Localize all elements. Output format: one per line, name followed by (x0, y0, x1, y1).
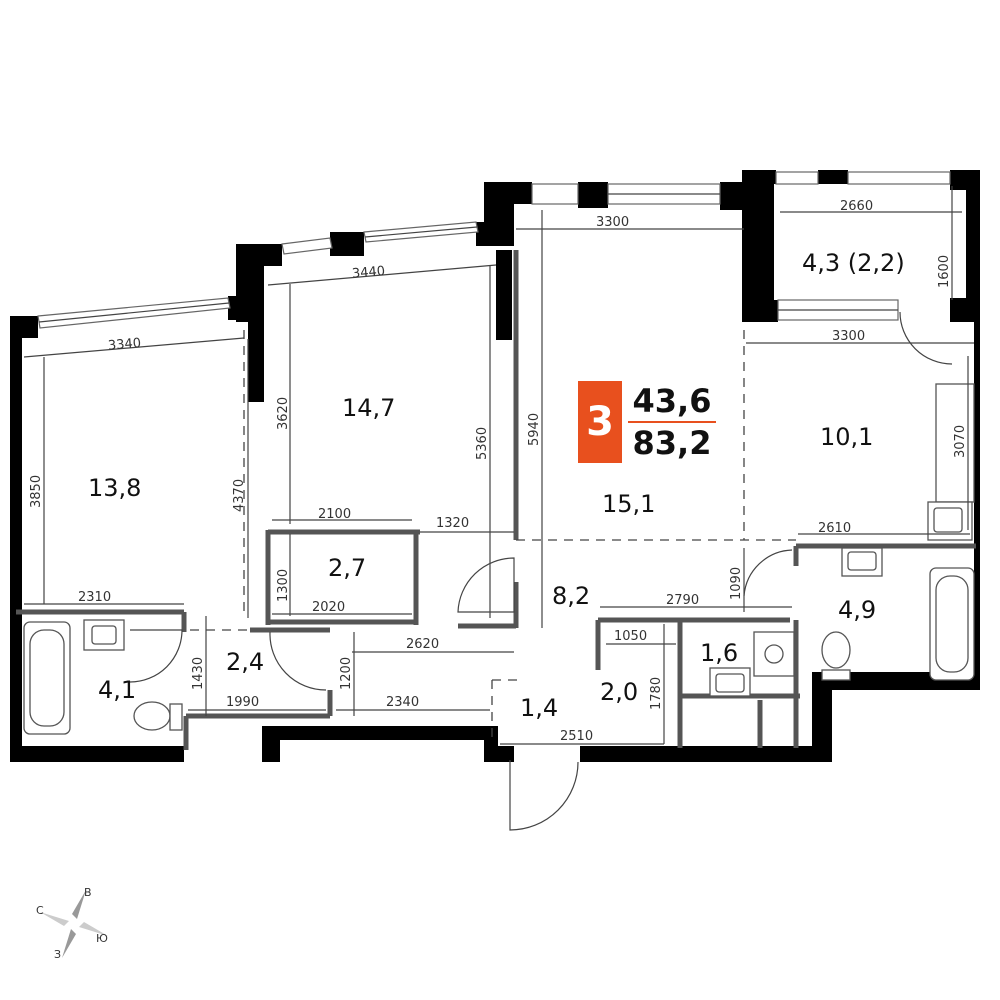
dimension-label: 1600 (937, 255, 952, 288)
room-label: 15,1 (602, 490, 655, 518)
dimension-label: 4370 (232, 479, 247, 512)
room-label: 2,0 (600, 678, 638, 706)
area-badge: 3 43,6 83,2 (578, 381, 716, 463)
dimension-label: 1050 (614, 629, 647, 644)
compass-south: Ю (96, 932, 108, 945)
room-label: 4,1 (98, 676, 136, 704)
dimension-label: 2310 (78, 590, 111, 605)
dimension-label: 2100 (318, 507, 351, 522)
room-labels: 13,8 14,7 15,1 10,1 4,3 (2,2) 2,7 2,4 8,… (88, 249, 905, 722)
room-label: 1,6 (700, 639, 738, 667)
dimension-label: 3340 (107, 336, 141, 354)
interior-walls (16, 250, 976, 750)
dimension-label: 1090 (729, 567, 744, 600)
room-label: 4,3 (2,2) (802, 249, 905, 277)
outer-walls (10, 170, 980, 762)
dimension-label: 3300 (832, 329, 865, 344)
dimension-label: 2510 (560, 729, 593, 744)
dimension-label: 1320 (436, 516, 469, 531)
dimension-lines (23, 186, 974, 745)
total-area: 83,2 (632, 424, 712, 462)
compass-north: С (36, 904, 44, 917)
dimension-label: 1990 (226, 695, 259, 710)
dimension-label: 1300 (276, 569, 291, 602)
compass-east: В (84, 886, 92, 899)
dimension-label: 3300 (596, 215, 629, 230)
dimension-label: 1430 (191, 657, 206, 690)
room-label: 13,8 (88, 474, 141, 502)
dimension-label: 1200 (339, 657, 354, 690)
kitchen-sink-icon (933, 507, 963, 533)
dimension-labels: 3340 3440 3300 2660 1600 3300 3850 4370 … (29, 199, 968, 744)
dimension-label: 5360 (475, 427, 490, 460)
zone-borders (190, 330, 796, 740)
toilet-right-icon (821, 631, 851, 669)
room-label: 8,2 (552, 582, 590, 610)
dimension-label: 3850 (29, 475, 44, 508)
dimension-label: 3620 (276, 397, 291, 430)
room-label: 14,7 (342, 394, 395, 422)
dimension-label: 2020 (312, 600, 345, 615)
compass-star-icon (40, 890, 108, 958)
dimension-label: 2610 (818, 521, 851, 536)
room-label: 2,4 (226, 648, 264, 676)
dimension-label: 2620 (406, 637, 439, 652)
compass-rose: С В Ю З (34, 884, 114, 964)
doors (129, 311, 953, 831)
compass-west: З (54, 948, 62, 961)
living-area: 43,6 (628, 381, 716, 423)
room-label: 2,7 (328, 554, 366, 582)
sink-right-icon (847, 551, 877, 571)
room-label: 4,9 (838, 596, 876, 624)
toilet-left-icon (133, 701, 171, 731)
sink-left-icon (91, 625, 117, 645)
room-label: 10,1 (820, 423, 873, 451)
windows (37, 171, 951, 329)
dimension-label: 3070 (953, 425, 968, 458)
dimension-label: 3440 (351, 264, 385, 282)
dimension-label: 2660 (840, 199, 873, 214)
dimension-label: 2790 (666, 593, 699, 608)
room-label: 1,4 (520, 694, 558, 722)
fixtures (23, 383, 975, 735)
dimension-label: 2340 (386, 695, 419, 710)
dimension-label: 5940 (527, 413, 542, 446)
room-count: 3 (578, 381, 622, 463)
dimension-label: 1780 (649, 677, 664, 710)
